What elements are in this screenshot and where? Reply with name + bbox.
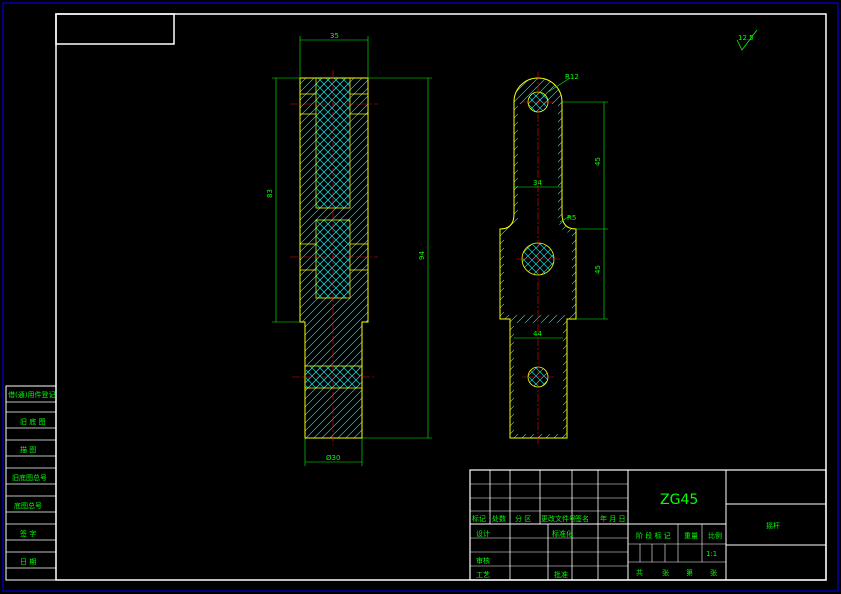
front-dim-bottom: Ø30 (326, 454, 340, 462)
side-row-3: 旧底图总号 (12, 473, 47, 482)
sheet-label-3: 张 (710, 568, 717, 577)
part-name: 摇杆 (766, 521, 780, 530)
sheet-label-0: 共 (636, 568, 643, 577)
sheet-label-1: 张 (662, 568, 669, 577)
side-dim-fillet: R5 (567, 214, 576, 222)
roughness-value: 12.5 (738, 34, 754, 42)
scale-value: 1:1 (706, 550, 717, 558)
standard-label: 标准化 (552, 529, 573, 538)
header-cell-0: 标记 (472, 514, 486, 523)
design-label: 设计 (476, 529, 490, 538)
side-row-5: 签 字 (20, 529, 36, 538)
front-bore-lower (306, 366, 360, 388)
side-dim-radius: R12 (565, 73, 579, 81)
corner-box (55, 13, 175, 45)
scale-label: 比例 (708, 531, 722, 540)
front-dim-left: 83 (266, 189, 274, 198)
header-cell-3: 更改文件号 (541, 514, 576, 523)
side-dim-lower: 45 (594, 265, 602, 274)
front-dim-top: 35 (330, 32, 339, 40)
approve-label: 批准 (554, 570, 568, 579)
process-label: 工艺 (476, 571, 490, 579)
roughness-symbol: 12.5 (736, 29, 758, 51)
side-row-0: 借(通)用件登记 (8, 390, 55, 399)
side-table: 借(通)用件登记 旧 底 图 描 图 旧底图总号 底图总号 签 字 日 期 (5, 385, 57, 581)
header-cell-2: 分 区 (515, 514, 531, 523)
stage-label: 阶 段 标 记 (636, 531, 671, 540)
material-label: ZG45 (660, 492, 698, 508)
side-dim-width: 34 (533, 179, 542, 187)
side-view: R12 45 45 34 R5 44 (499, 72, 608, 445)
weight-label: 重量 (684, 532, 698, 540)
header-cell-4: 签名 (575, 514, 589, 523)
side-dim-upper: 45 (594, 157, 602, 166)
sheet-label-2: 第 (686, 568, 693, 577)
header-cell-5: 年 月 日 (600, 514, 625, 523)
side-row-1: 旧 底 图 (20, 417, 45, 426)
side-dim-bottom-width: 44 (533, 330, 542, 338)
side-row-4: 底图总号 (14, 501, 42, 510)
drawing-border (55, 13, 827, 581)
front-view: 35 83 94 Ø30 (266, 32, 432, 466)
title-block: ZG45 摇杆 标记 处数 分 区 更改文件号 签名 年 月 日 设计 标准化 … (469, 469, 827, 581)
review-label: 审核 (476, 556, 490, 565)
side-row-2: 描 图 (20, 445, 36, 454)
side-row-6: 日 期 (20, 558, 36, 566)
front-dim-right: 94 (418, 251, 426, 260)
header-cell-1: 处数 (492, 514, 506, 523)
